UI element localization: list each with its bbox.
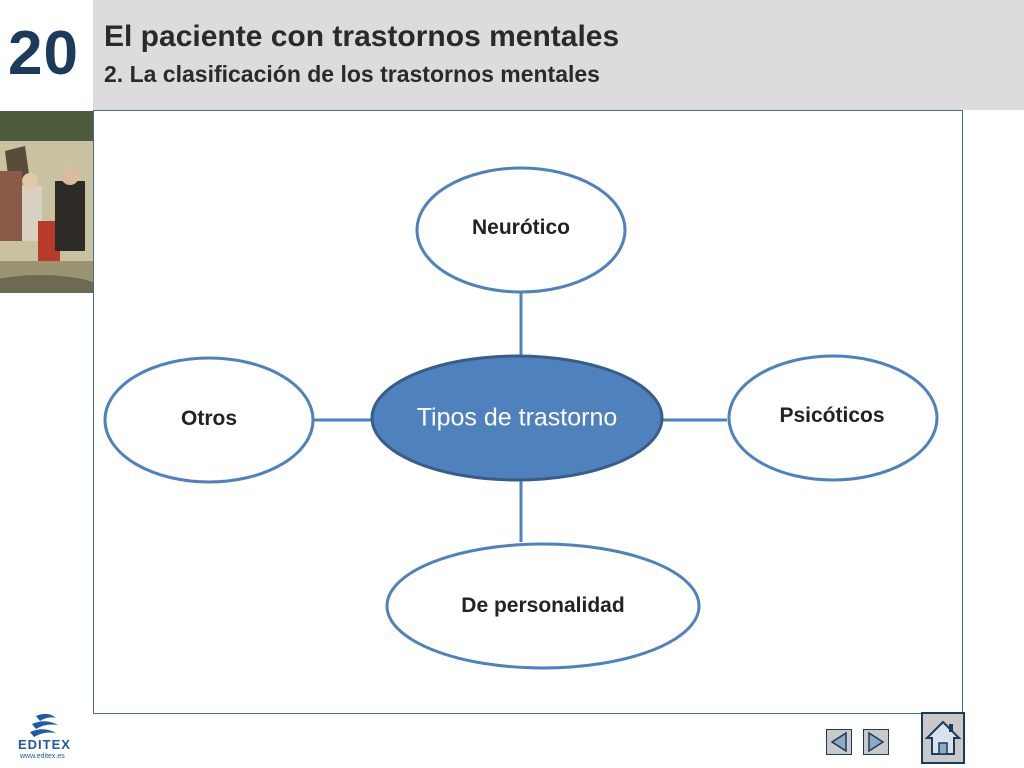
previous-button[interactable] [826,729,852,755]
node-left-label: Otros [180,407,238,430]
node-bottom-label: De personalidad [461,594,625,617]
node-top-ellipse [415,166,627,294]
node-right-label: Psicóticos [779,404,885,427]
node-right-ellipse [727,354,939,482]
previous-arrow-icon [830,731,847,753]
node-bottom-ellipse [385,542,701,670]
center-node-ellipse [370,354,664,482]
diagram-frame: Neurótico Otros Psicóticos De personalid… [93,110,963,714]
classification-diagram [103,166,939,670]
home-button[interactable] [921,712,965,764]
chapter-number: 20 [8,19,79,88]
center-node-label: Tipos de trastorno [416,403,618,432]
next-button[interactable] [863,729,889,755]
decorative-painting [0,111,93,293]
home-icon [924,720,962,755]
node-top-label: Neurótico [471,216,571,239]
editex-logo-icon [30,713,58,737]
page-subtitle: 2. La clasificación de los trastornos me… [104,61,600,87]
header-band [93,0,1024,110]
logo-url: www.editex.es [20,753,65,760]
node-left-ellipse [103,356,315,484]
logo-text: EDITEX [18,737,71,752]
page-title: El paciente con trastornos mentales [104,20,620,53]
next-arrow-icon [868,731,885,753]
